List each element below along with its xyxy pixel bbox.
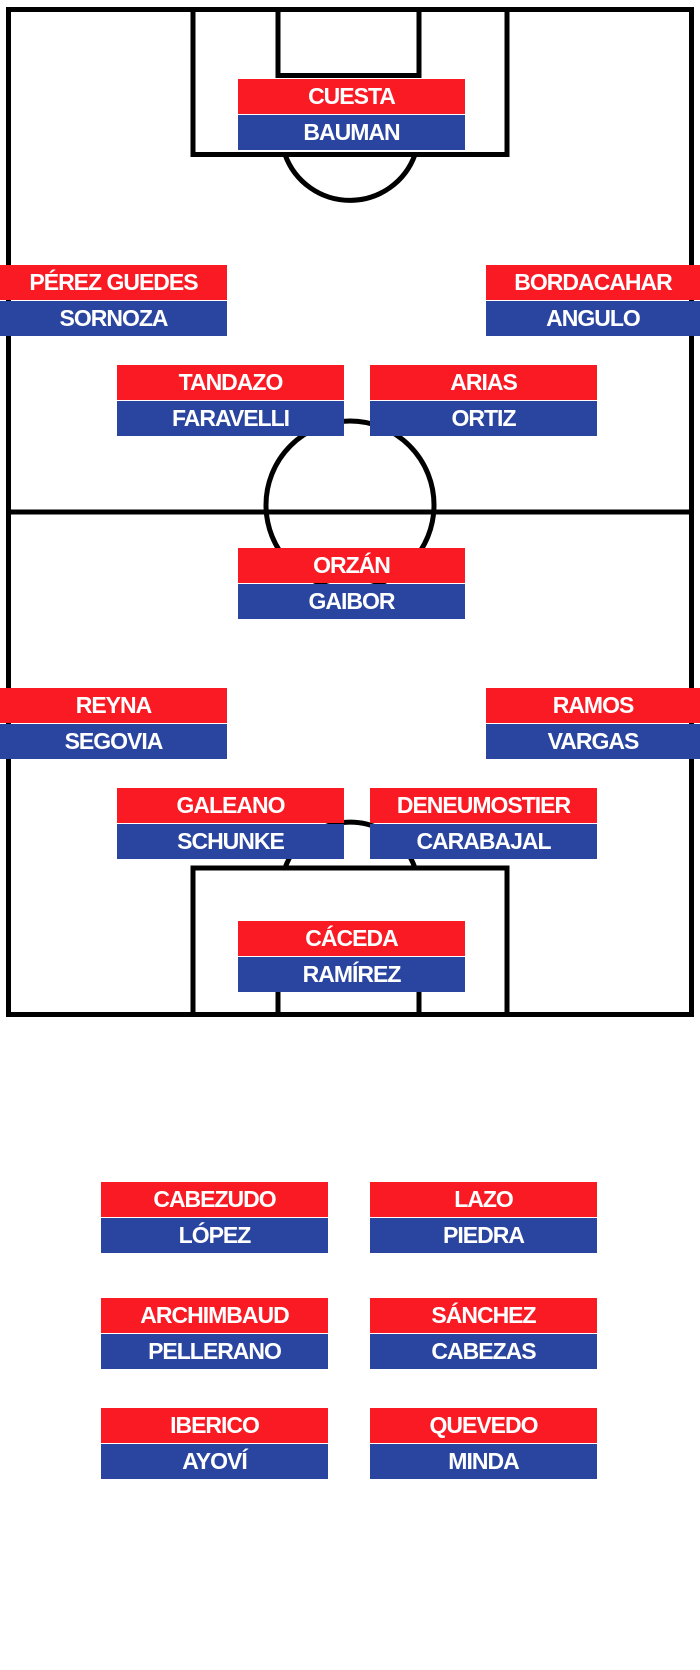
player-bottom-name: LÓPEZ: [101, 1218, 328, 1253]
player-bottom-name: CARABAJAL: [370, 824, 597, 859]
bench-tag[interactable]: CABEZUDO LÓPEZ: [101, 1182, 328, 1253]
player-bottom-name: BAUMAN: [238, 115, 465, 150]
player-bottom-name: GAIBOR: [238, 584, 465, 619]
top-penalty-arc: [282, 153, 418, 203]
bench-tag[interactable]: ARCHIMBAUD PELLERANO: [101, 1298, 328, 1369]
player-tag-lb[interactable]: REYNA SEGOVIA: [0, 688, 227, 759]
player-top-name: GALEANO: [117, 788, 344, 823]
bench-tag[interactable]: QUEVEDO MINDA: [370, 1408, 597, 1479]
player-tag-cm[interactable]: ORZÁN GAIBOR: [238, 548, 465, 619]
player-tag-rb[interactable]: RAMOS VARGAS: [486, 688, 700, 759]
player-tag-gk2[interactable]: CÁCEDA RAMÍREZ: [238, 921, 465, 992]
player-bottom-name: SCHUNKE: [117, 824, 344, 859]
player-top-name: BORDACAHAR: [486, 265, 700, 300]
top-goal-box: [275, 7, 422, 78]
player-tag-lw[interactable]: PÉREZ GUEDES SORNOZA: [0, 265, 227, 336]
player-tag-gk[interactable]: CUESTA BAUMAN: [238, 79, 465, 150]
player-top-name: ARCHIMBAUD: [101, 1298, 328, 1333]
player-bottom-name: AYOVÍ: [101, 1444, 328, 1479]
player-tag-lm[interactable]: TANDAZO FARAVELLI: [117, 365, 344, 436]
player-bottom-name: SEGOVIA: [0, 724, 227, 759]
player-top-name: TANDAZO: [117, 365, 344, 400]
player-bottom-name: PIEDRA: [370, 1218, 597, 1253]
player-bottom-name: RAMÍREZ: [238, 957, 465, 992]
player-bottom-name: ORTIZ: [370, 401, 597, 436]
player-bottom-name: FARAVELLI: [117, 401, 344, 436]
player-top-name: CÁCEDA: [238, 921, 465, 956]
player-tag-rcb[interactable]: DENEUMOSTIER CARABAJAL: [370, 788, 597, 859]
player-top-name: CABEZUDO: [101, 1182, 328, 1217]
player-tag-rm[interactable]: ARIAS ORTIZ: [370, 365, 597, 436]
player-top-name: LAZO: [370, 1182, 597, 1217]
player-top-name: ARIAS: [370, 365, 597, 400]
player-tag-rw[interactable]: BORDACAHAR ANGULO: [486, 265, 700, 336]
bench-tag[interactable]: SÁNCHEZ CABEZAS: [370, 1298, 597, 1369]
player-bottom-name: MINDA: [370, 1444, 597, 1479]
player-top-name: DENEUMOSTIER: [370, 788, 597, 823]
player-top-name: QUEVEDO: [370, 1408, 597, 1443]
player-bottom-name: CABEZAS: [370, 1334, 597, 1369]
player-bottom-name: ANGULO: [486, 301, 700, 336]
player-top-name: PÉREZ GUEDES: [0, 265, 227, 300]
player-tag-lcb[interactable]: GALEANO SCHUNKE: [117, 788, 344, 859]
player-bottom-name: VARGAS: [486, 724, 700, 759]
player-top-name: SÁNCHEZ: [370, 1298, 597, 1333]
bench-tag[interactable]: IBERICO AYOVÍ: [101, 1408, 328, 1479]
football-pitch: [6, 7, 694, 1017]
player-top-name: ORZÁN: [238, 548, 465, 583]
player-top-name: REYNA: [0, 688, 227, 723]
player-bottom-name: PELLERANO: [101, 1334, 328, 1369]
player-top-name: RAMOS: [486, 688, 700, 723]
player-bottom-name: SORNOZA: [0, 301, 227, 336]
player-top-name: CUESTA: [238, 79, 465, 114]
player-top-name: IBERICO: [101, 1408, 328, 1443]
bench-tag[interactable]: LAZO PIEDRA: [370, 1182, 597, 1253]
